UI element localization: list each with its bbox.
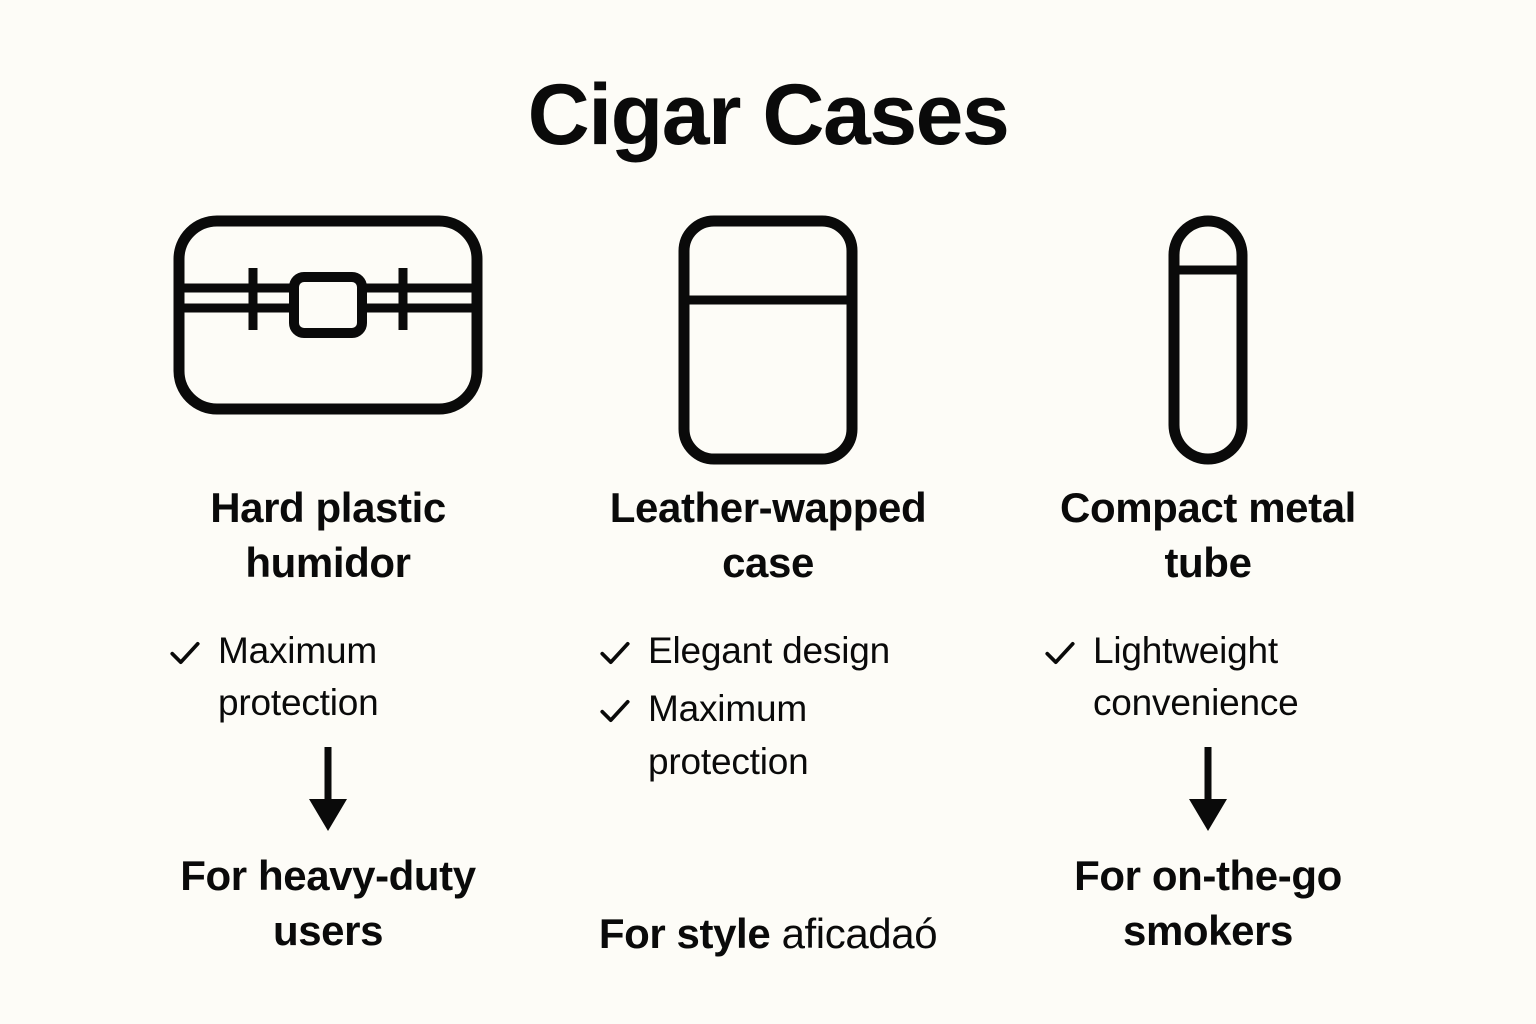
feature-item: Maximum protection [598,683,938,788]
feature-list: Maximum protection [168,625,488,730]
arrow-down-icon [1189,746,1227,831]
icon-slot [988,210,1428,480]
check-icon [170,641,200,664]
icon-slot [548,210,988,480]
check-icon [600,700,630,723]
feature-item: Elegant design [598,625,890,678]
conclusion-light-part: aficadaó [781,910,938,958]
conclusion-bold-part: For heavy-duty users [180,851,476,955]
feature-list: Lightweight convenience [1043,625,1373,730]
conclusion-text: For on-the-go smokers [1018,848,1398,959]
feature-label: Elegant design [648,629,890,671]
case-column-hard-plastic-humidor: Hard plastic humidor Maximum protection … [108,210,548,959]
case-title: Leather-wapped case [609,484,927,587]
conclusion-text: For style aficadaó [578,906,958,961]
leather-wrapped-case-icon [678,215,858,465]
feature-label: Lightweight convenience [1093,629,1299,724]
feature-item: Lightweight convenience [1043,625,1373,730]
metal-tube-icon [1168,215,1248,465]
feature-label: Maximum protection [648,688,809,782]
conclusion-text: For heavy-duty users [138,848,518,959]
check-icon [1045,641,1075,664]
comparison-columns: Hard plastic humidor Maximum protection … [0,210,1536,962]
case-column-leather-wrapped-case: Leather-wapped case Elegant design Maxim… [548,210,988,962]
case-title: Hard plastic humidor [210,484,446,587]
feature-list: Elegant design Maximum protection [598,625,938,789]
conclusion-bold-part: For on-the-go smokers [1074,851,1342,955]
page-title: Cigar Cases [527,67,1010,163]
case-column-compact-metal-tube: Compact metal tube Lightweight convenien… [988,210,1428,959]
hard-case-humidor-icon [173,215,483,415]
check-icon [600,641,630,664]
arrow-down-icon [309,746,347,831]
icon-slot [108,210,548,480]
conclusion-bold-part: For style [598,910,771,958]
arrow-slot [108,730,548,848]
arrow-slot-empty [548,788,988,906]
case-title: Compact metal tube [1060,484,1356,587]
arrow-slot [988,730,1428,848]
feature-label: Maximum protection [218,629,379,724]
feature-item: Maximum protection [168,625,488,730]
